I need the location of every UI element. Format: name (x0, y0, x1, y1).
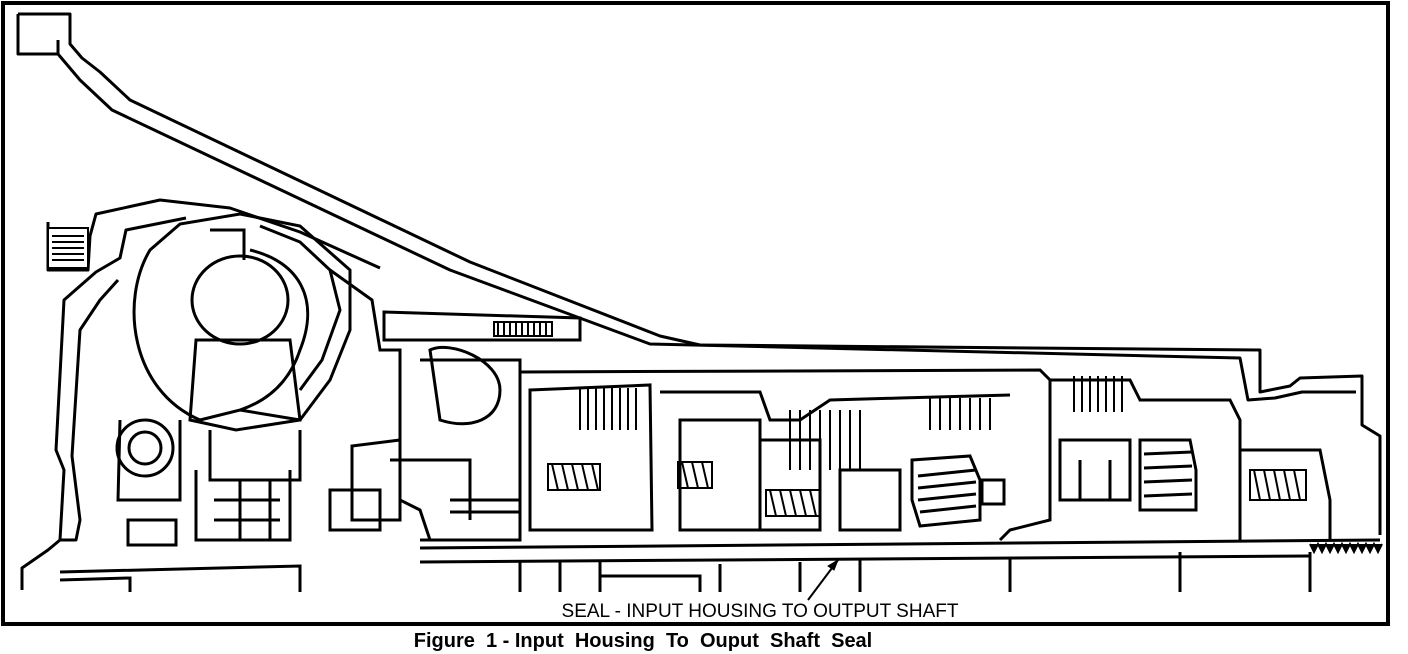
seal-callout-label: SEAL - INPUT HOUSING TO OUTPUT SHAFT (562, 601, 959, 622)
diagram-border (1, 1, 1390, 626)
pump-assembly (115, 212, 352, 547)
transmission-case-outline (16, 12, 1382, 590)
planetary-gears (910, 438, 1198, 528)
lower-shaft-area (59, 552, 1312, 592)
clutch-plates (579, 376, 1123, 470)
valve-body-area (328, 268, 582, 542)
left-coil (47, 227, 89, 269)
output-shaft-splines (1309, 541, 1383, 555)
clutch-housings (419, 368, 1381, 564)
return-springs (547, 461, 1307, 517)
upper-spring (493, 321, 553, 337)
callout-arrowhead (827, 558, 840, 571)
